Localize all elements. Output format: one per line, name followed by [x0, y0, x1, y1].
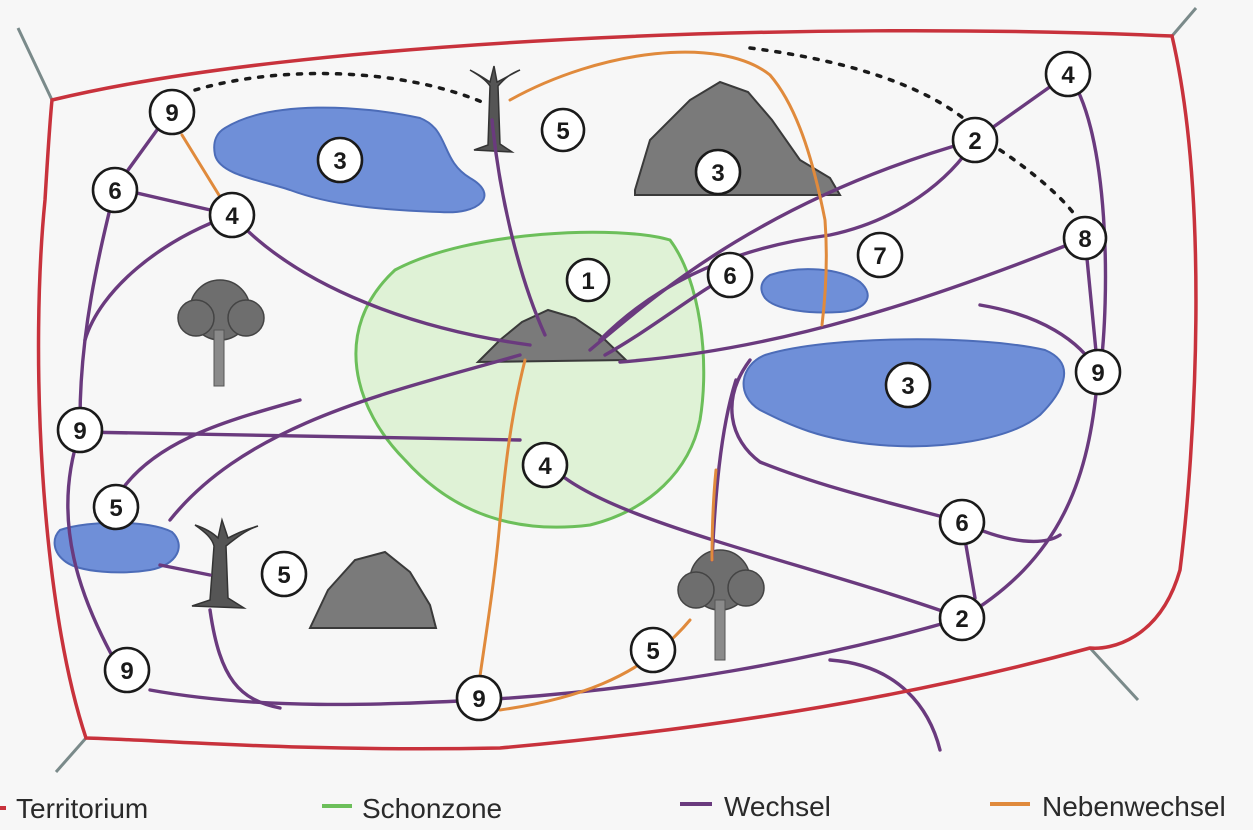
- wechsel-path: [730, 358, 964, 524]
- nebenwechsel-path: [508, 50, 828, 327]
- node-5: 5: [260, 550, 308, 598]
- tree-dead-left: [191, 517, 259, 609]
- node-label: 9: [120, 658, 133, 685]
- node-9: 9: [1074, 348, 1122, 396]
- wechsel-path: [618, 236, 1087, 364]
- node-label: 2: [955, 606, 968, 633]
- nebenwechsel-path: [710, 468, 718, 562]
- wechsel-path: [208, 608, 282, 710]
- node-label: 6: [108, 178, 121, 205]
- wechsel-path: [478, 616, 964, 702]
- legend-item-territorium: Territorium: [0, 793, 148, 824]
- node-8: 8: [1062, 215, 1108, 261]
- wechsel-path: [83, 213, 234, 342]
- legend-item-schonzone: Schonzone: [322, 793, 502, 824]
- node-2: 2: [951, 116, 999, 164]
- stub-bottom-right: [1088, 646, 1140, 702]
- node-label: 7: [873, 243, 886, 270]
- wechsel-path: [78, 430, 522, 442]
- node-label: 1: [581, 268, 594, 295]
- stub-top-left: [16, 27, 54, 101]
- wechsel-path: [66, 430, 122, 672]
- legend-item-wechsel: Wechsel: [680, 791, 831, 822]
- node-9: 9: [56, 406, 104, 454]
- node-9: 9: [148, 88, 196, 136]
- wechsel-path: [598, 138, 977, 342]
- node-label: 8: [1078, 226, 1091, 253]
- stub-top-right: [1170, 7, 1198, 37]
- node-5: 5: [629, 626, 677, 674]
- node-label: 5: [556, 118, 569, 145]
- nebenwechsel-path: [180, 133, 224, 202]
- rock-bottom-left: [308, 550, 438, 629]
- node-label: 4: [1061, 62, 1075, 89]
- node-4: 4: [208, 191, 256, 239]
- tree-leafy-left: [177, 279, 265, 387]
- nebenwechsel-path: [476, 358, 527, 692]
- node-label: 3: [333, 148, 346, 175]
- legend: Territorium Schonzone Wechsel Nebenwechs…: [0, 791, 1226, 824]
- dotted-path: [748, 46, 970, 124]
- node-5: 5: [540, 107, 586, 153]
- node-label: 3: [711, 160, 724, 187]
- node-3: 3: [316, 136, 364, 184]
- node-7: 7: [856, 231, 904, 279]
- node-label: 6: [723, 263, 736, 290]
- node-4: 4: [521, 441, 569, 489]
- tree-dead-top: [469, 65, 521, 153]
- dotted-path: [193, 71, 484, 104]
- boundary-stubs: [16, 7, 1198, 773]
- node-9: 9: [103, 646, 151, 694]
- dotted-paths: [193, 46, 1077, 217]
- legend-label-territorium: Territorium: [16, 793, 148, 824]
- wechsel-path: [490, 118, 547, 337]
- wechsel-path: [113, 398, 302, 502]
- tree-leafy-bottom: [677, 549, 765, 661]
- node-label: 3: [901, 373, 914, 400]
- node-6: 6: [938, 498, 986, 546]
- node-2: 2: [938, 594, 986, 642]
- wechsel-path: [78, 186, 117, 422]
- territorium-boundary: [36, 28, 1198, 751]
- node-label: 9: [472, 686, 485, 713]
- node-9: 9: [455, 674, 503, 722]
- node-3: 3: [694, 148, 742, 196]
- dotted-path: [998, 148, 1077, 217]
- wechsel-path: [158, 563, 212, 577]
- node-label: 5: [277, 562, 290, 589]
- wechsel-path: [548, 463, 964, 620]
- node-label: 4: [225, 203, 239, 230]
- wechsel-path: [1066, 72, 1108, 374]
- wechsel-path: [148, 688, 482, 707]
- wechsel-path: [168, 353, 522, 522]
- node-label: 6: [955, 510, 968, 537]
- node-1: 1: [565, 257, 611, 303]
- node-3: 3: [884, 361, 932, 409]
- legend-item-nebenwechsel: Nebenwechsel: [990, 791, 1226, 822]
- legend-label-schonzone: Schonzone: [362, 793, 502, 824]
- wechsel-path: [828, 658, 942, 752]
- legend-label-nebenwechsel: Nebenwechsel: [1042, 791, 1226, 822]
- wechsel-path: [588, 138, 977, 352]
- wechsel-path: [230, 213, 532, 347]
- legend-label-wechsel: Wechsel: [724, 791, 831, 822]
- node-4: 4: [1044, 50, 1092, 98]
- node-6: 6: [706, 251, 754, 299]
- node-6: 6: [91, 166, 139, 214]
- node-label: 5: [646, 638, 659, 665]
- node-label: 4: [538, 453, 552, 480]
- stub-bottom-left: [54, 737, 88, 773]
- node-5: 5: [92, 483, 140, 531]
- schonzone-area: [354, 230, 706, 529]
- node-label: 9: [73, 418, 86, 445]
- node-label: 9: [1091, 360, 1104, 387]
- node-label: 2: [968, 128, 981, 155]
- rock-top: [634, 80, 842, 196]
- pond-small-center-right: [760, 268, 869, 314]
- node-label: 5: [109, 495, 122, 522]
- wechsel-path: [960, 370, 1100, 620]
- node-label: 9: [165, 100, 178, 127]
